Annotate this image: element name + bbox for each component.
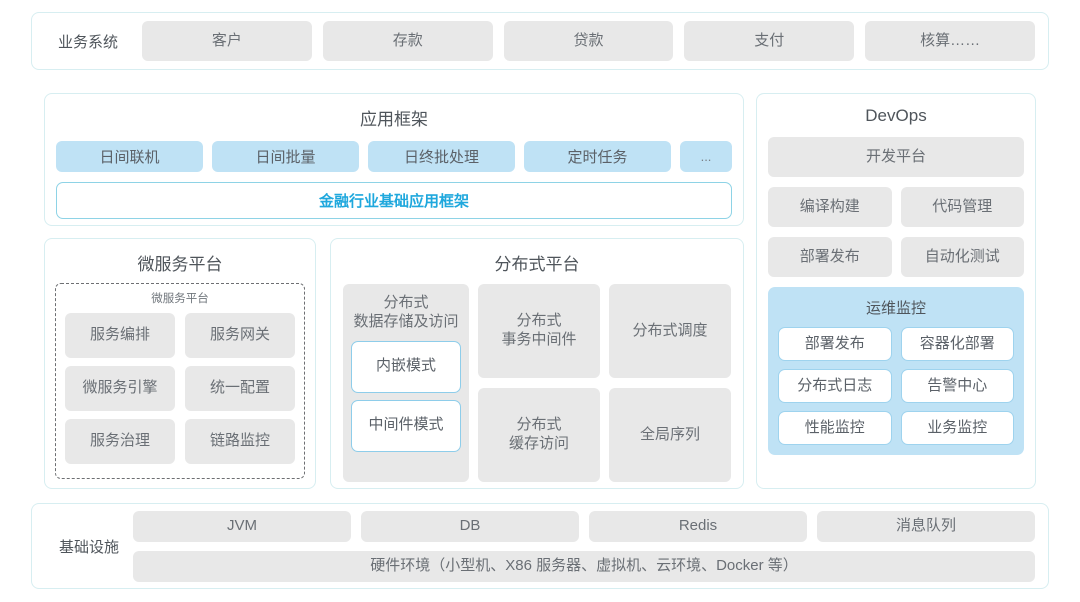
microservice-chip-unified-config[interactable]: 统一配置 (185, 366, 295, 411)
appframework-chip-daytime-batch[interactable]: 日间批量 (212, 141, 359, 172)
infra-chip-jvm[interactable]: JVM (133, 510, 351, 542)
distributed-chip-global-sequence[interactable]: 全局序列 (609, 388, 731, 482)
distributed-chip-transaction-middleware[interactable]: 分布式 事务中间件 (478, 284, 600, 378)
microservice-inner-title: 微服务平台 (151, 293, 209, 305)
monitoring-chip-performance-monitoring[interactable]: 性能监控 (778, 411, 892, 445)
application-framework-panel: 应用框架 日间联机 日间批量 日终批处理 定时任务 ... 金融行业基础应用框架 (44, 93, 744, 226)
appframework-chip-daytime-online[interactable]: 日间联机 (56, 141, 203, 172)
operations-monitoring-panel: 运维监控 部署发布 容器化部署 分布式日志 告警中心 性能监控 业务监控 (768, 287, 1024, 455)
microservice-platform-title: 微服务平台 (137, 255, 223, 274)
finance-base-framework-banner: 金融行业基础应用框架 (56, 182, 732, 219)
infrastructure-label: 基础设施 (58, 538, 119, 556)
business-chip-payment[interactable]: 支付 (684, 21, 855, 61)
distributed-chip-scheduling[interactable]: 分布式调度 (609, 284, 731, 378)
appframework-chip-scheduled-task[interactable]: 定时任务 (524, 141, 671, 172)
business-systems-row: 业务系统 客户 存款 贷款 支付 核算…… (31, 12, 1049, 70)
infra-chip-hardware-environment[interactable]: 硬件环境（小型机、X86 服务器、虚拟机、云环境、Docker 等） (133, 550, 1035, 582)
microservice-platform-panel: 微服务平台 微服务平台 服务编排 服务网关 微服务引擎 统一配置 服务治理 链路… (44, 238, 316, 489)
microservice-chip-trace-monitoring[interactable]: 链路监控 (185, 419, 295, 464)
devops-panel: DevOps 开发平台 编译构建 代码管理 部署发布 自动化测试 运维监控 部署… (756, 93, 1036, 489)
operations-monitoring-title: 运维监控 (865, 300, 926, 317)
business-chip-customer[interactable]: 客户 (142, 21, 312, 61)
monitoring-chip-alert-center[interactable]: 告警中心 (900, 369, 1014, 403)
infrastructure-row: 基础设施 JVM DB Redis 消息队列 硬件环境（小型机、X86 服务器、… (31, 503, 1049, 589)
devops-chip-code-management[interactable]: 代码管理 (900, 187, 1024, 227)
monitoring-chip-distributed-logging[interactable]: 分布式日志 (778, 369, 892, 403)
distributed-platform-body: 分布式 数据存储及访问 内嵌模式 中间件模式 分布式 事务中间件 分布式调度 分… (343, 284, 731, 482)
devops-title: DevOps (865, 106, 927, 125)
appframework-chip-eod-batch[interactable]: 日终批处理 (368, 141, 515, 172)
operations-monitoring-grid: 部署发布 容器化部署 分布式日志 告警中心 性能监控 业务监控 (778, 327, 1014, 445)
distributed-chip-grid: 分布式 事务中间件 分布式调度 分布式 缓存访问 全局序列 (478, 284, 731, 482)
devops-chip-automated-testing[interactable]: 自动化测试 (900, 237, 1024, 277)
infra-chip-message-queue[interactable]: 消息队列 (817, 510, 1035, 542)
microservice-chip-gateway[interactable]: 服务网关 (185, 313, 295, 358)
appframework-chip-more[interactable]: ... (680, 141, 732, 172)
left-column: 应用框架 日间联机 日间批量 日终批处理 定时任务 ... 金融行业基础应用框架… (44, 93, 744, 489)
infra-chip-db[interactable]: DB (361, 510, 579, 542)
business-systems-label: 业务系统 (57, 33, 118, 51)
infra-chip-redis[interactable]: Redis (589, 510, 807, 542)
distributed-data-storage-group[interactable]: 分布式 数据存储及访问 内嵌模式 中间件模式 (343, 284, 469, 482)
microservice-chip-orchestration[interactable]: 服务编排 (65, 313, 175, 358)
distributed-platform-title: 分布式平台 (494, 255, 580, 274)
microservice-inner-dashed-box: 微服务平台 服务编排 服务网关 微服务引擎 统一配置 服务治理 链路监控 (55, 283, 305, 479)
business-chip-accounting[interactable]: 核算…… (865, 21, 1035, 61)
microservice-chip-governance[interactable]: 服务治理 (65, 419, 175, 464)
distributed-data-storage-title: 分布式 数据存储及访问 (353, 294, 459, 330)
monitoring-chip-business-monitoring[interactable]: 业务监控 (900, 411, 1014, 445)
application-framework-chip-row: 日间联机 日间批量 日终批处理 定时任务 ... (56, 141, 732, 172)
monitoring-chip-deploy-release[interactable]: 部署发布 (778, 327, 892, 361)
distributed-chip-embedded-mode[interactable]: 内嵌模式 (351, 340, 461, 393)
devops-chip-grid: 编译构建 代码管理 部署发布 自动化测试 (768, 187, 1024, 277)
distributed-chip-middleware-mode[interactable]: 中间件模式 (351, 399, 461, 452)
distributed-platform-panel: 分布式平台 分布式 数据存储及访问 内嵌模式 中间件模式 分布式 事务中间件 分… (330, 238, 744, 489)
devops-chip-deploy-release[interactable]: 部署发布 (768, 237, 892, 277)
infrastructure-chip-row: JVM DB Redis 消息队列 (133, 510, 1035, 542)
microservice-chip-grid: 服务编排 服务网关 微服务引擎 统一配置 服务治理 链路监控 (65, 313, 295, 464)
devops-chip-dev-platform[interactable]: 开发平台 (768, 137, 1024, 177)
business-chip-loan[interactable]: 贷款 (503, 21, 674, 61)
distributed-chip-cache-access[interactable]: 分布式 缓存访问 (478, 388, 600, 482)
monitoring-chip-containerized-deploy[interactable]: 容器化部署 (900, 327, 1014, 361)
business-chip-deposit[interactable]: 存款 (322, 21, 493, 61)
application-framework-title: 应用框架 (360, 110, 428, 129)
devops-chip-build[interactable]: 编译构建 (768, 187, 892, 227)
microservice-chip-engine[interactable]: 微服务引擎 (65, 366, 175, 411)
infrastructure-content: JVM DB Redis 消息队列 硬件环境（小型机、X86 服务器、虚拟机、云… (133, 510, 1035, 582)
